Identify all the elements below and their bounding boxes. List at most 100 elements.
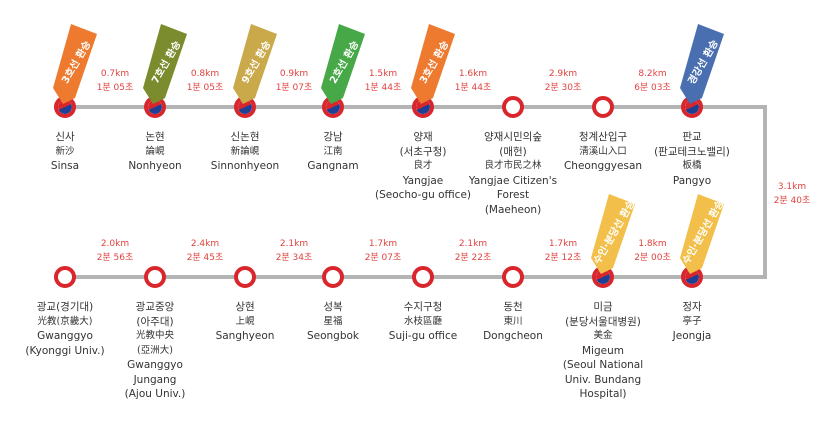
station-text: (Maeheon) — [484, 203, 542, 216]
segment-distance: 1.8km — [638, 239, 667, 249]
station-text: Jeongja — [672, 330, 712, 342]
segment-time: 2분 45초 — [186, 253, 224, 263]
station-text: 新論峴 — [230, 145, 260, 157]
transfer-badge: 수인·분당선 환승 — [591, 194, 637, 274]
station-top-6[interactable] — [592, 96, 614, 118]
station-text: (아주대) — [136, 315, 174, 328]
station-text: (서초구청) — [399, 145, 447, 158]
badge-shape — [143, 24, 187, 104]
station-text: (Seoul National — [562, 359, 644, 371]
segment-time: 1분 05초 — [96, 83, 134, 93]
station-text: 良才 — [413, 160, 433, 171]
station-text: 水枝區廳 — [403, 315, 442, 327]
station-bottom-3[interactable] — [322, 266, 344, 288]
bottom-segment: 1.7km 2분 07초 — [353, 237, 413, 265]
station-text: Suji-gu office — [388, 330, 458, 342]
segment-time: 1분 44초 — [454, 83, 492, 93]
segment-distance: 2.1km — [458, 239, 488, 249]
segment-distance: 2.4km — [190, 239, 220, 249]
segment-time: 1분 07초 — [275, 83, 313, 93]
station-text: Yangjae Citizen's — [468, 174, 558, 187]
transfer-badge: 2호선 환승 — [321, 24, 365, 104]
station-text: Gwanggyo — [127, 359, 183, 371]
badge-shape — [680, 194, 724, 274]
station-text: 광교(경기대) — [36, 301, 94, 313]
badge-arrow — [680, 24, 724, 104]
badge-arrow — [411, 24, 455, 104]
station-text: Sinsa — [50, 160, 80, 172]
transfer-badge: 3호선 환승 — [53, 24, 97, 104]
station-text: 논현 — [145, 131, 165, 143]
segment-distance: 2.1km — [279, 239, 309, 249]
station-text: 미금 — [593, 301, 613, 313]
transfer-badge: 9호선 환승 — [233, 24, 277, 104]
station-text: 江南 — [323, 145, 343, 157]
station-text: (매헌) — [499, 145, 527, 158]
segment-distance: 1.7km — [368, 239, 398, 249]
station-text: Cheonggyesan — [563, 160, 643, 172]
badge-arrow — [143, 24, 187, 104]
segment-distance: 2.9km — [548, 69, 578, 79]
badge-arrow — [680, 194, 724, 274]
right-segment: 3.1km 2분 40초 — [762, 180, 815, 208]
segment-distance: 1.6km — [458, 69, 488, 79]
segment-distance: 0.8km — [190, 69, 220, 79]
transfer-badge: 수인·분당선 환승 — [680, 194, 726, 274]
badge-shape — [53, 24, 97, 104]
station-bottom-5[interactable] — [502, 266, 524, 288]
top-segment: 0.9km 1분 07초 — [264, 67, 324, 95]
station-text: 양재 — [413, 131, 433, 143]
segment-distance: 1.7km — [548, 239, 578, 249]
station-text: 광교중앙 — [135, 301, 175, 313]
station-text: 美金 — [593, 330, 613, 341]
station-text: 신논현 — [230, 131, 260, 143]
station-bottom-1[interactable] — [144, 266, 166, 288]
segment-distance: 0.9km — [279, 69, 309, 79]
segment-time: 2분 07초 — [364, 253, 402, 263]
station-text: Jungang — [133, 373, 177, 386]
station-text: 光教中央 — [135, 330, 174, 341]
segment-distance: 3.1km — [777, 182, 807, 192]
badge-shape — [233, 24, 277, 104]
badge-shape — [411, 24, 455, 104]
station-text: 新沙 — [55, 145, 75, 157]
segment-time: 1분 44초 — [364, 83, 402, 93]
station-text: Sinnonhyeon — [210, 160, 280, 172]
station-text: (Seocho-gu office) — [374, 189, 472, 201]
station-top-5[interactable] — [502, 96, 524, 118]
segment-time: 2분 22초 — [454, 253, 492, 263]
station-name: 신논현 新論峴 Sinnonhyeon — [185, 130, 305, 174]
station-text: Migeum — [582, 344, 624, 357]
station-text: 청계산입구 — [578, 131, 628, 143]
station-text: (Ajou Univ.) — [124, 388, 186, 400]
station-text: 良才市民之林 — [484, 160, 542, 171]
station-text: 상현 — [235, 301, 255, 313]
station-text: 光教(京畿大) — [37, 315, 93, 327]
station-text: Seongbok — [306, 330, 360, 342]
station-bottom-4[interactable] — [412, 266, 434, 288]
station-text: 星福 — [323, 315, 343, 327]
station-bottom-2[interactable] — [234, 266, 256, 288]
segment-time: 2분 40초 — [773, 196, 811, 206]
segment-time: 6분 03초 — [634, 83, 671, 93]
segment-distance: 2.0km — [100, 239, 130, 249]
station-bottom-0[interactable] — [54, 266, 76, 288]
station-text: 성복 — [323, 301, 343, 313]
station-text: Pangyo — [672, 174, 712, 187]
station-text: 板橋 — [682, 160, 702, 171]
segment-time: 1분 05초 — [186, 83, 224, 93]
top-segment: 0.8km 1분 05초 — [175, 67, 235, 95]
bottom-segment: 2.4km 2분 45초 — [175, 237, 235, 265]
station-text: Yangjae — [402, 174, 444, 187]
